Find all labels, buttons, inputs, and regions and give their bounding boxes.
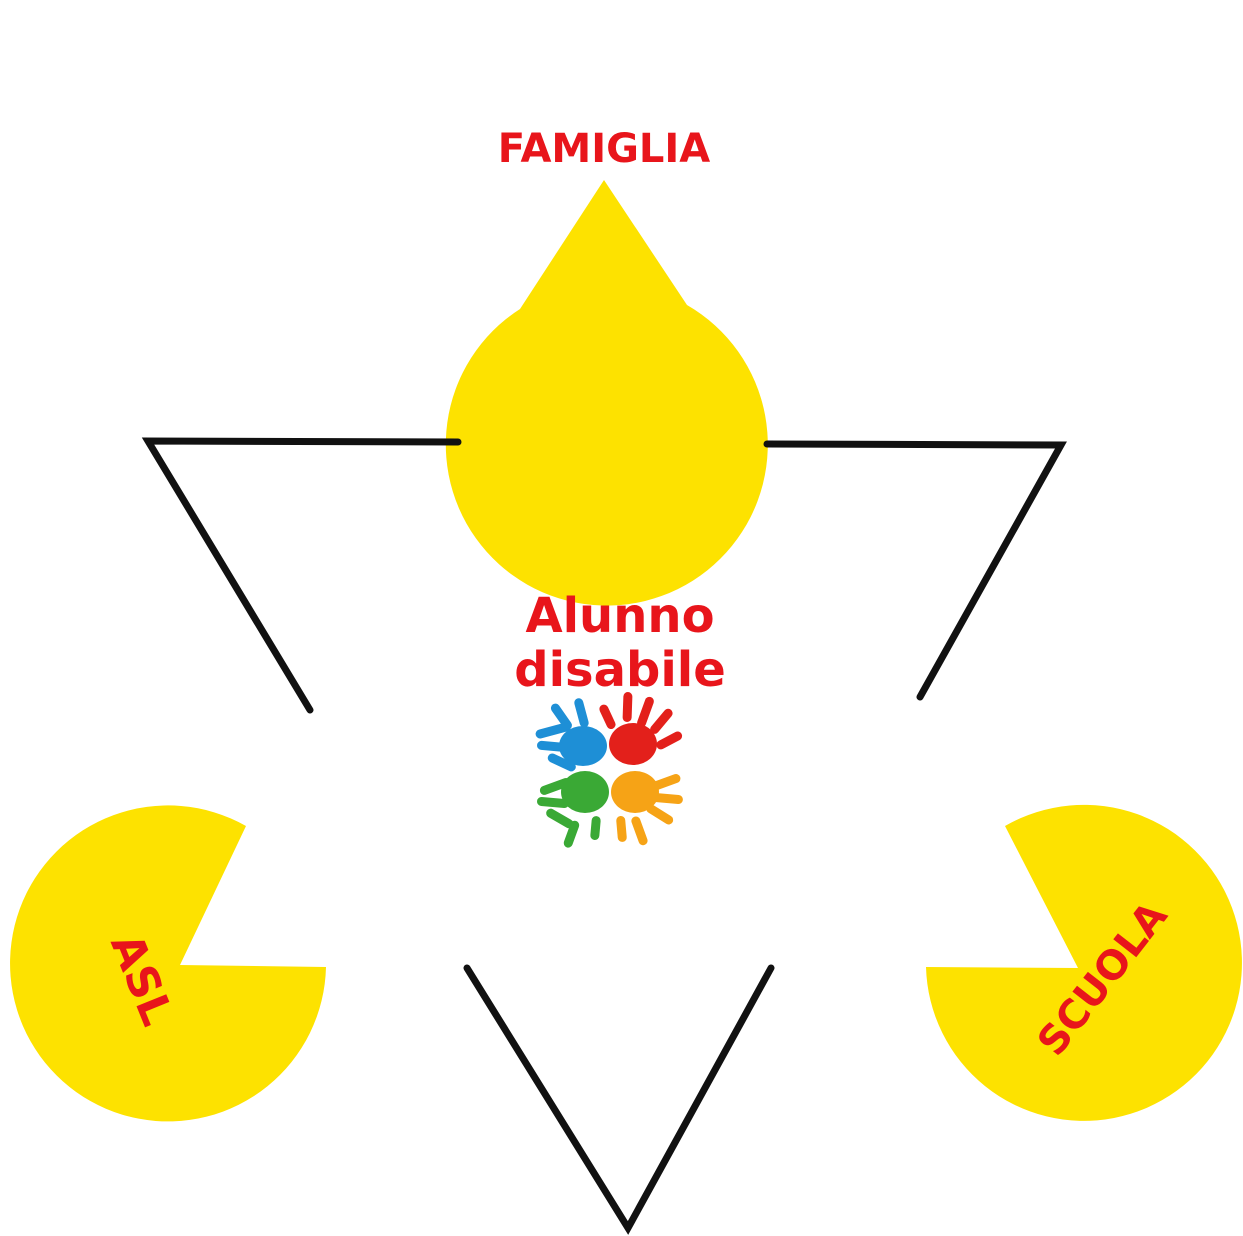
hand-red-icon [598, 692, 684, 765]
pacman-shape-top [446, 180, 768, 606]
hand-orange-icon [611, 771, 683, 846]
triangle-corner-bottom [467, 968, 771, 1228]
triangle-corner-top-left [148, 441, 458, 710]
node-famiglia: FAMIGLIA [446, 126, 768, 606]
pacman-shape-right [926, 805, 1242, 1121]
center-label-line1: Alunno [525, 588, 714, 644]
hand-blue-icon [535, 697, 607, 773]
node-asl: ASL [10, 805, 326, 1121]
four-colored-hands-icon [535, 692, 684, 849]
node-label-famiglia: FAMIGLIA [498, 126, 711, 172]
node-scuola: SCUOLA [926, 805, 1242, 1121]
center-label: Alunno disabile [514, 588, 726, 698]
pacman-shape-left [10, 805, 326, 1121]
triangle-corner-top-right [767, 444, 1061, 697]
hand-green-icon [537, 771, 609, 849]
center-label-line2: disabile [514, 642, 726, 698]
